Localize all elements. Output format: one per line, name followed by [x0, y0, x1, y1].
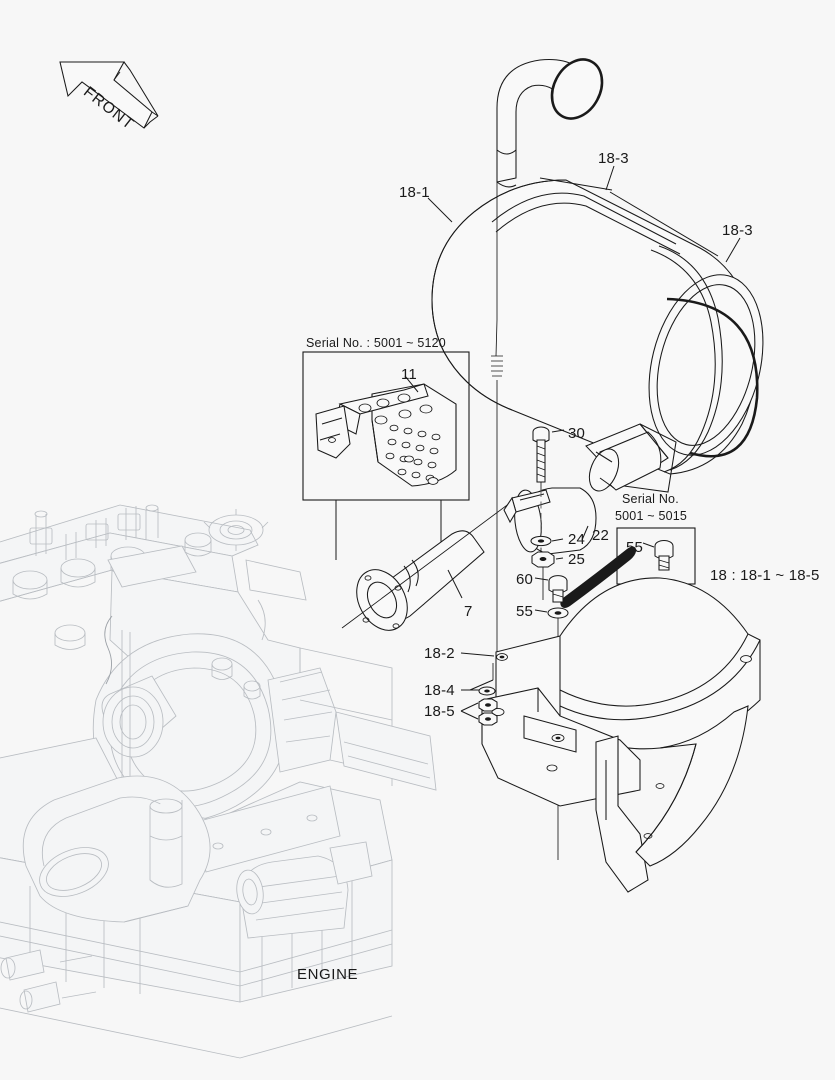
callout-22: 22 — [592, 527, 610, 544]
heat-shield-part — [315, 383, 457, 487]
callout-30: 30 — [568, 425, 586, 442]
callout-18-3-upper: 18-3 — [598, 150, 629, 167]
serial-box-heat-shield — [302, 351, 470, 560]
callout-7: 7 — [464, 603, 473, 620]
callout-55: 55 — [516, 603, 534, 620]
callout-18-5: 18-5 — [424, 703, 455, 720]
exhaust-pipe-part-7 — [341, 493, 523, 631]
serial-box-bolt — [616, 527, 696, 585]
bolt-55-variant — [654, 539, 674, 571]
callout-11: 11 — [401, 366, 417, 383]
bracket-hardware — [460, 663, 498, 726]
nut-25 — [531, 551, 555, 568]
washer-24 — [530, 535, 552, 547]
front-direction-arrow: FRONT — [59, 61, 159, 133]
bolt-60 — [548, 575, 568, 603]
exhaust-stack — [496, 58, 604, 188]
shadow-curve — [560, 546, 637, 608]
muffler-assembly — [431, 58, 764, 655]
callout-25: 25 — [568, 551, 586, 568]
callout-60: 60 — [516, 571, 534, 588]
callout-18-3-lower: 18-3 — [722, 222, 753, 239]
bolt-30 — [532, 426, 550, 500]
engine-note: ENGINE — [297, 966, 359, 983]
callout-18-2: 18-2 — [424, 645, 455, 662]
group-note: 18 : 18-1 ~ 18-5 — [710, 567, 820, 584]
serial-caption-bolt-line2: 5001 ~ 5015 — [615, 509, 688, 523]
callout-55-serial: 55 — [626, 539, 644, 556]
callout-18-4: 18-4 — [424, 682, 455, 699]
callout-leaders — [427, 165, 741, 263]
callout-18-1: 18-1 — [399, 184, 430, 201]
turbocharger — [92, 633, 337, 822]
muffler-inlet-nipple — [585, 423, 669, 492]
serial-caption-heat-shield: Serial No. : 5001 ~ 5120 — [306, 336, 446, 350]
washer-18-4 — [478, 686, 496, 696]
nut-18-5-upper — [478, 698, 498, 712]
clamp-assembly — [503, 426, 597, 600]
mounting-bracket — [460, 577, 761, 893]
nut-18-5-lower — [478, 712, 498, 726]
engine-illustration — [0, 504, 437, 1059]
serial-caption-bolt-line1: Serial No. — [622, 492, 679, 506]
starter-motor — [236, 841, 373, 939]
washer-55 — [547, 607, 569, 619]
callout-24: 24 — [568, 531, 586, 548]
